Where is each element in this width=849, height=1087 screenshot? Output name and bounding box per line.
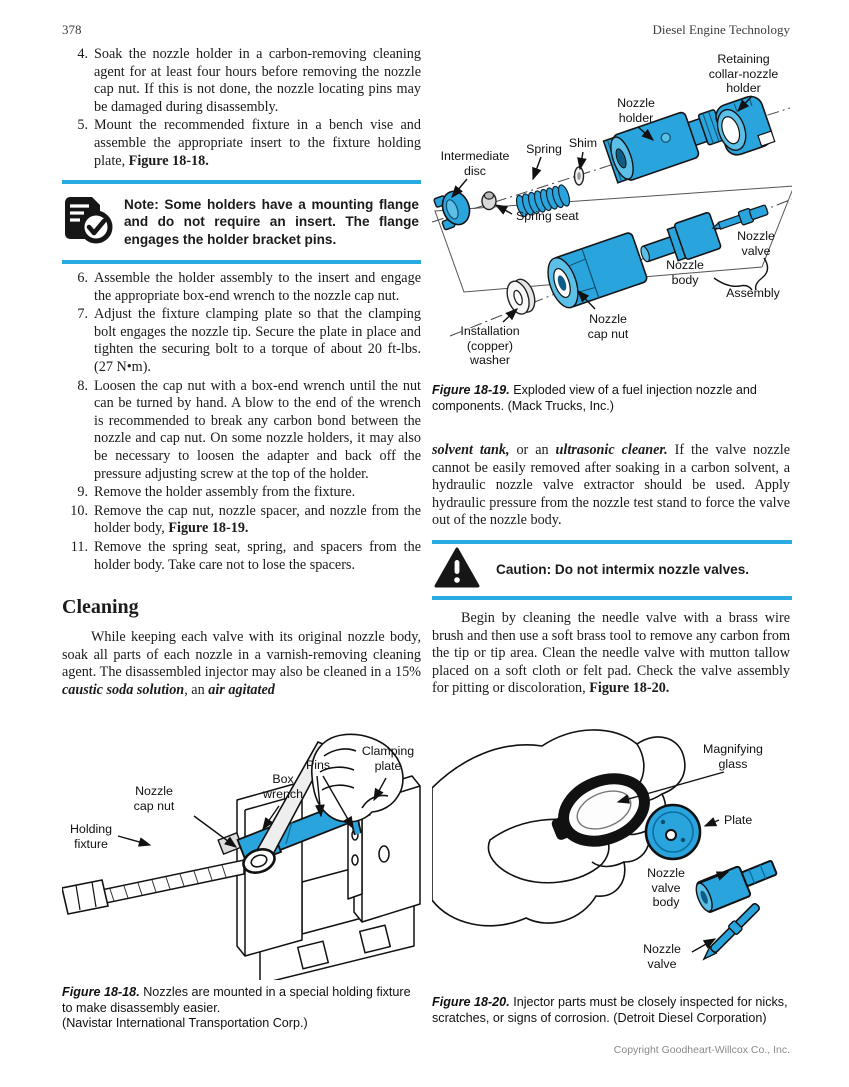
label-assembly: Assembly — [726, 286, 780, 300]
copyright-line: Copyright Goodheart-Willcox Co., Inc. — [613, 1044, 790, 1056]
nozzle-valve-body-drawing — [695, 860, 778, 913]
list-item: 4. Soak the nozzle holder in a carbon-rem… — [62, 46, 421, 116]
brush-paragraph: Begin by cleaning the needle valve with … — [432, 610, 790, 697]
caution-box: Caution: Do not intermix nozzle valves. — [432, 540, 792, 600]
leader-arrows — [616, 771, 730, 953]
intermediate-disc-part — [433, 190, 471, 231]
figure-18-20-caption: Figure 18-20. Injector parts must be clo… — [432, 995, 788, 1025]
list-number: 8. — [77, 377, 88, 394]
label-nozzle-body: Nozzle body — [666, 258, 704, 287]
list-item: 6. Assemble the holder assembly to the in… — [62, 270, 421, 305]
figure-18-18: Nozzle cap nut Box wrench Pins Clamping … — [62, 732, 422, 1032]
list-text: Remove the cap nut, nozzle spacer, and n… — [94, 502, 421, 537]
label-spring: Spring — [526, 142, 562, 156]
list-item: 8. Loosen the cap nut with a box-end wren… — [62, 378, 421, 484]
section-heading: Cleaning — [62, 596, 139, 618]
label-nozzle-valve: Nozzle valve — [737, 229, 775, 258]
retaining-collar-part — [715, 95, 776, 156]
figure-18-19-image: Retaining collar-nozzle holder Nozzle ho… — [432, 46, 792, 380]
note-icon — [62, 194, 114, 251]
installation-washer-part — [506, 278, 536, 315]
list-number: 5. — [77, 117, 88, 134]
label-box-wrench: Box wrench — [263, 772, 303, 801]
label-magnifying-glass: Magnifying glass — [703, 742, 763, 771]
label-holding-fixture: Holding fixture — [69, 822, 113, 851]
list-item: 5. Mount the recommended fixture in a ben… — [62, 117, 421, 170]
inspection-drawing — [432, 729, 778, 961]
caution-text: Caution: Do not intermix nozzle valves. — [496, 562, 750, 578]
label-plate: Plate — [724, 813, 753, 827]
label-spring-seat: Spring seat — [516, 209, 579, 223]
spring-seat-part — [481, 191, 497, 211]
label-retaining-collar: Retaining collar-nozzle holder — [708, 52, 779, 95]
note-text: Note: Some holders have a mounting flang… — [124, 196, 419, 247]
warning-icon — [434, 547, 480, 594]
step-list-6-11: 6. Assemble the holder assembly to the in… — [62, 270, 421, 575]
list-number: 11. — [70, 538, 88, 555]
list-text: Adjust the fixture clamping plate so tha… — [94, 306, 421, 375]
list-item: 9. Remove the holder assembly from the fi… — [62, 484, 421, 502]
exploded-view-drawing — [432, 95, 792, 337]
leader-arrows — [117, 775, 387, 848]
list-item: 7. Adjust the fixture clamping plate so t… — [62, 306, 421, 376]
shim-part — [573, 166, 585, 186]
cleaning-paragraph: While keeping each valve with its origin… — [62, 629, 421, 698]
label-nozzle-valve: Nozzle valve — [643, 942, 681, 971]
label-shim: Shim — [568, 136, 598, 150]
step-list-4-5: 4. Soak the nozzle holder in a carbon-rem… — [62, 46, 421, 171]
label-nozzle-holder: Nozzle holder — [617, 96, 655, 125]
label-clamping-plate: Clamping plate — [361, 744, 415, 773]
label-nozzle-cap-nut: Nozzle cap nut — [587, 312, 629, 341]
list-number: 7. — [77, 306, 88, 323]
list-item: 10. Remove the cap nut, nozzle spacer, an… — [62, 503, 421, 538]
list-text: Mount the recommended fixture in a bench… — [94, 117, 421, 169]
page-number: 378 — [62, 22, 82, 37]
figure-18-20-image: Magnifying glass Plate Nozzle valve body… — [432, 718, 792, 990]
nozzle-valve-part — [711, 204, 769, 230]
label-installation-washer: Installation (copper) washer — [460, 324, 520, 367]
label-pins: Pins — [305, 758, 331, 772]
holding-fixture-drawing — [62, 733, 421, 980]
list-number: 4. — [77, 46, 88, 62]
label-nozzle-cap-nut: Nozzle cap nut — [133, 784, 175, 813]
label-intermediate-disc: Intermediate disc — [440, 149, 510, 178]
nozzle-cap-nut-part — [547, 232, 648, 309]
plate-drawing — [644, 803, 702, 861]
plane-outline — [434, 185, 792, 293]
list-text: Assemble the holder assembly to the inse… — [94, 270, 421, 304]
nozzle-valve-pin-drawing — [702, 902, 761, 961]
list-text: Remove the spring seat, spring, and spac… — [94, 538, 421, 573]
figure-18-18-caption: Figure 18-18. Nozzles are mounted in a s… — [62, 985, 411, 1031]
list-number: 10. — [70, 502, 88, 519]
note-box: Note: Some holders have a mounting flang… — [62, 180, 421, 264]
nozzle-body-part — [640, 211, 722, 263]
solvent-paragraph: solvent tank, or an ultrasonic cleaner. … — [432, 442, 790, 529]
spring-part — [515, 184, 571, 218]
leader-arrows — [451, 95, 769, 323]
list-text: Loosen the cap nut with a box-end wrench… — [94, 377, 421, 482]
list-number: 6. — [77, 270, 88, 286]
threaded-rod — [62, 859, 245, 915]
list-number: 9. — [77, 484, 88, 501]
label-nozzle-valve-body: Nozzle valve body — [647, 866, 685, 909]
list-item: 11. Remove the spring seat, spring, and s… — [62, 539, 421, 574]
list-text: Soak the nozzle holder in a carbon-remov… — [94, 46, 421, 115]
figure-18-19-caption: Figure 18-19. Exploded view of a fuel in… — [432, 383, 757, 413]
list-text: Remove the holder assembly from the fixt… — [94, 484, 356, 501]
running-title: Diesel Engine Technology — [652, 22, 790, 37]
